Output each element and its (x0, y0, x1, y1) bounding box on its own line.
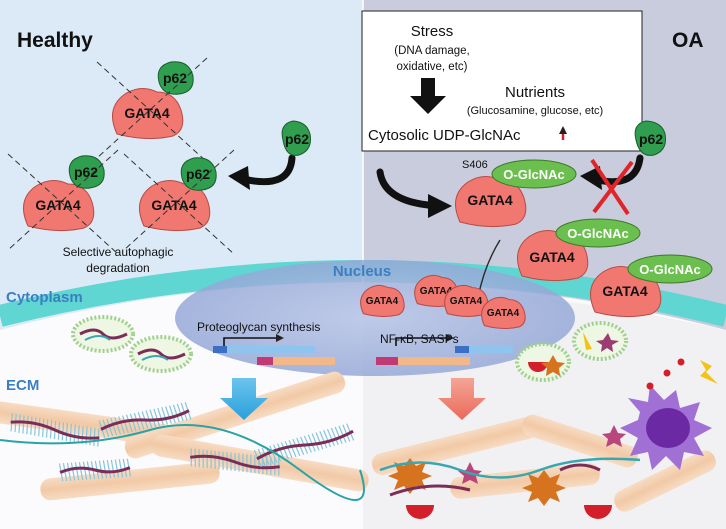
ecm-label: ECM (6, 377, 39, 394)
proteoglycan (58, 458, 132, 482)
s406-site: S406 (462, 159, 488, 171)
gata4-label: GATA4 (602, 283, 648, 299)
degradation-line-1: Selective autophagic (63, 245, 174, 259)
degradation-cross-line (96, 61, 208, 163)
oa-gata4-third: GATA4 O-GlcNAc (590, 254, 713, 318)
vesicle-oa-2 (572, 321, 628, 361)
free-p62-label: p62 (285, 131, 309, 147)
p62-label: p62 (186, 166, 210, 182)
nucleus-label: Nucleus (333, 263, 391, 280)
oa-stress-arrowhead (428, 194, 452, 218)
nfkb-sasps-label: NF-κB, SASPs (380, 332, 459, 346)
stress-title: Stress (411, 23, 454, 40)
oglcnac-label: O-GlcNAc (503, 167, 564, 182)
degradation-line-2: degradation (86, 261, 149, 275)
oa-p62-label: p62 (639, 131, 663, 147)
nuclear-gata4-label: GATA4 (366, 296, 399, 307)
stress-line-1: (DNA damage, (394, 45, 469, 57)
healthy-complex-1: GATA4p62 (96, 57, 208, 163)
degradation-cross-line (7, 149, 119, 251)
healthy-free-p62: p62 (281, 120, 311, 156)
text-layer: Healthy OA Stress (DNA damage, oxidative… (6, 23, 704, 394)
stress-line-2: oxidative, etc) (397, 61, 468, 73)
proteoglycan-gene (213, 334, 335, 365)
hyaluronan-strand (0, 424, 365, 501)
p62-protein (157, 61, 194, 95)
oglcnac-tag (555, 218, 641, 248)
proteoglycan-synthesis-label: Proteoglycan synthesis (197, 320, 320, 334)
healthy-p62-arrow (244, 154, 296, 186)
oglcnac-label: O-GlcNAc (567, 226, 628, 241)
oglcnac-tag (627, 254, 713, 284)
oa-gata4-second: GATA4 O-GlcNAc (517, 218, 641, 282)
gata4-label: GATA4 (467, 192, 513, 208)
vesicle-left-1 (71, 315, 135, 353)
p62-protein (180, 157, 217, 191)
ecm-fibers-healthy (0, 371, 369, 501)
nuclear-gata4-label: GATA4 (450, 296, 483, 307)
gata4-protein (112, 88, 184, 140)
healthy-p62-arrowhead (228, 166, 250, 190)
nuclear-gata4-protein (481, 296, 526, 329)
healthy-complex-3: GATA4p62 (123, 149, 235, 255)
oa-gata4-main: GATA4 O-GlcNAc (455, 159, 577, 228)
degradation-cross-line (7, 153, 119, 255)
healthy-complexes: GATA4p62GATA4p62GATA4p62 (7, 57, 235, 255)
block-x-mark (590, 158, 634, 216)
ecm-fibers-oa (371, 414, 716, 512)
healthy-complex-2: GATA4p62 (7, 149, 119, 255)
nuclear-gata4-label: GATA4 (487, 308, 520, 319)
proteoglycans-healthy (0, 402, 365, 501)
p62-label: p62 (163, 70, 187, 86)
immune-cell (620, 358, 718, 470)
healthy-title: Healthy (17, 29, 93, 52)
proteoglycan (98, 402, 192, 438)
nuclear-gata4-protein (444, 284, 489, 317)
p62-protein (68, 155, 105, 189)
ecm-damage-oa (379, 425, 641, 519)
healthy-secretion-arrow (220, 378, 268, 420)
oa-p62-arrowhead (580, 166, 602, 190)
cytosolic-udp-glcnac: Cytosolic UDP-GlcNAc (368, 127, 521, 144)
oglcnac-label: O-GlcNAc (639, 262, 700, 277)
vesicle-left-2 (129, 335, 193, 373)
oa-free-p62: p62 (634, 120, 666, 156)
nfkb-gene (376, 334, 513, 365)
proteoglycan (190, 448, 280, 476)
degradation-cross-line (123, 153, 235, 255)
degradation-cross-line (123, 149, 235, 251)
oa-title: OA (672, 29, 704, 52)
nuclear-gata4-protein (360, 284, 405, 317)
nuclear-gata4-label: GATA4 (420, 286, 453, 297)
oglcnac-tag (491, 159, 577, 189)
stress-arrow (410, 78, 446, 114)
gata4-label: GATA4 (529, 249, 575, 265)
nutrients-title: Nutrients (505, 84, 565, 101)
degradation-cross-line (96, 57, 208, 159)
proteoglycan (253, 423, 355, 468)
oa-stress-to-gata-arrow (376, 168, 432, 209)
oa-secretion-arrow (438, 378, 486, 420)
oa-proteins: p62GATA4O-GlcNAcGATA4O-GlcNAcGATA4O-GlcN… (360, 120, 713, 329)
cytoplasm-label: Cytoplasm (6, 289, 83, 306)
vesicle-oa-1 (515, 342, 571, 382)
stress-box (361, 10, 643, 152)
p62-label: p62 (74, 164, 98, 180)
nutrients-detail: (Glucosamine, glucose, etc) (467, 105, 603, 117)
